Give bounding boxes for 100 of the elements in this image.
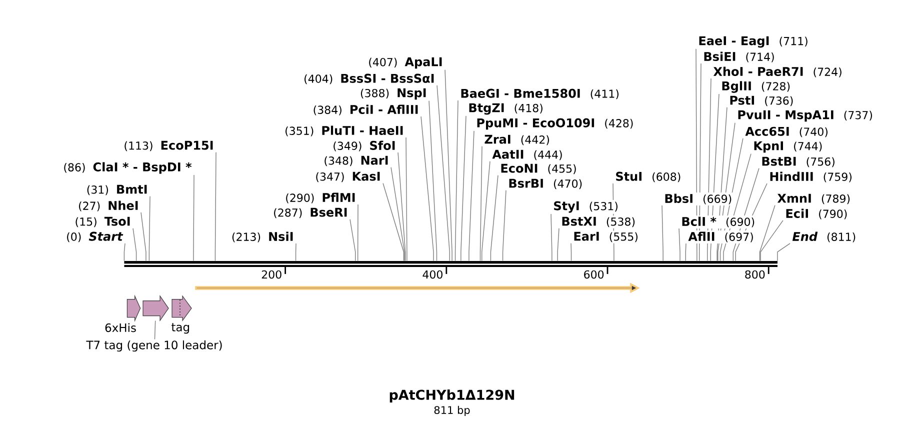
enzyme-label: BtgZI (418) xyxy=(469,103,542,115)
leader-line xyxy=(357,204,358,262)
dna-backbone xyxy=(124,261,778,267)
enzyme-label: (348) NarI xyxy=(324,156,388,166)
enzyme-label: BstXI (538) xyxy=(562,216,635,228)
leader-line xyxy=(720,138,744,262)
enzyme-label: BglII (728) xyxy=(722,81,790,93)
leader-line xyxy=(716,106,728,262)
enzyme-label: PvuII - MspA1I (737) xyxy=(738,110,872,122)
enzyme-label: Acc65I (740) xyxy=(745,126,828,138)
leader-line xyxy=(350,218,356,262)
enzyme-label: (15) TsoI xyxy=(76,216,130,228)
enzyme-label: HindIII (759) xyxy=(770,172,852,182)
title: pAtCHYb1Δ129N xyxy=(390,389,514,403)
enzyme-label: (347) KasI xyxy=(316,172,380,182)
leader-line xyxy=(570,242,572,262)
enzyme-label: BstBI (756) xyxy=(762,156,834,168)
enzyme-label: (213) NsiI xyxy=(232,232,293,242)
leader-line xyxy=(612,183,614,262)
leader-line xyxy=(460,116,466,262)
leader-line xyxy=(723,153,752,262)
enzyme-label: BclI * (690) xyxy=(682,216,754,228)
enzyme-label: (113) EcoP15I xyxy=(124,140,213,152)
enzyme-label: BbsI (669) xyxy=(665,194,732,204)
enzyme-label: BsiEI (714) xyxy=(704,52,774,62)
leader-line xyxy=(214,152,216,262)
enzyme-label: (31) BmtI xyxy=(87,184,147,196)
enzyme-label: (384) PciI - AflIII xyxy=(314,104,418,116)
leader-line xyxy=(760,220,784,262)
leader-line xyxy=(454,100,458,262)
leader-line xyxy=(193,174,194,262)
enzyme-label: (27) NheI xyxy=(78,200,138,212)
leader-line xyxy=(148,196,150,262)
enzyme-label: StuI (608) xyxy=(616,172,680,182)
feature-block xyxy=(172,295,192,322)
leader-line xyxy=(777,243,790,262)
leader-line xyxy=(710,94,720,262)
orf-bar xyxy=(195,282,640,294)
enzyme-label: XmnI (789) xyxy=(777,194,850,204)
enzyme-label: KpnI (744) xyxy=(754,141,822,153)
enzyme-label: (351) PluTI - HaeII xyxy=(286,126,403,136)
leader-line xyxy=(735,183,768,262)
leader-line xyxy=(428,100,438,262)
leader-line xyxy=(406,137,408,262)
enzyme-label: (407) ApaLI xyxy=(369,57,442,69)
enzyme-label: (0) Start xyxy=(67,232,124,242)
enzyme-label: StyI (531) xyxy=(554,201,618,213)
leader-line xyxy=(718,122,736,262)
enzyme-label: EaeI - EagI (711) xyxy=(699,36,808,48)
leader-line xyxy=(696,48,698,262)
scale-number: 800 xyxy=(745,270,765,279)
leader-line xyxy=(480,146,482,262)
enzyme-label: PpuMI - EcoO109I (428) xyxy=(477,118,633,130)
enzyme-label: ZraI (442) xyxy=(484,134,549,146)
leader-line xyxy=(132,228,137,262)
enzyme-label: (290) PflMI xyxy=(286,192,355,204)
scale-number: 400 xyxy=(422,270,442,279)
leader-line xyxy=(420,116,434,262)
enzyme-label: BsrBI (470) xyxy=(509,178,582,190)
leader-line xyxy=(124,243,126,262)
enzyme-label: PstI (736) xyxy=(730,96,793,106)
leader-line xyxy=(154,320,156,340)
enzyme-label: End (811) xyxy=(792,232,856,242)
leader-line xyxy=(759,204,776,262)
enzyme-label: (388) NspI xyxy=(360,88,426,100)
leader-line xyxy=(698,63,702,262)
enzyme-label: (86) ClaI * - BspDI * xyxy=(64,162,192,174)
enzyme-label: EciI (790) xyxy=(786,208,847,220)
leader-line xyxy=(140,212,146,262)
leader-line xyxy=(490,174,498,262)
scale-number: 200 xyxy=(262,270,282,279)
leader-line xyxy=(468,130,474,262)
leader-line xyxy=(382,182,404,262)
enzyme-label: XhoI - PaeR7I (724) xyxy=(713,66,842,78)
enzyme-label: EarI (555) xyxy=(574,232,638,242)
feature-block xyxy=(126,294,141,322)
leader-line xyxy=(295,243,296,262)
enzyme-label: (404) BssSI - BssSαI xyxy=(304,74,434,84)
feature-label: T7 tag (gene 10 leader) xyxy=(86,340,222,352)
enzyme-label: (287) BseRI xyxy=(274,208,347,218)
leader-line xyxy=(678,228,680,262)
leader-line xyxy=(662,205,664,262)
enzyme-label: BaeGI - Bme1580I (411) xyxy=(461,88,618,100)
leader-line xyxy=(685,243,686,262)
caption: 811 bp xyxy=(434,406,470,416)
scale-number: 600 xyxy=(584,270,604,279)
enzyme-label: AatII (444) xyxy=(492,150,562,160)
leader-line xyxy=(557,228,560,262)
leader-line xyxy=(707,78,712,262)
leader-line xyxy=(444,69,452,262)
feature-label: tag xyxy=(172,323,190,334)
leader-line xyxy=(732,168,760,262)
leader-line xyxy=(482,160,490,262)
leader-line xyxy=(550,214,552,262)
leader-line xyxy=(436,85,450,262)
enzyme-label: EcoNI (455) xyxy=(501,164,576,174)
leader-line xyxy=(398,152,406,262)
feature-label: 6xHis xyxy=(105,323,136,332)
leader-line xyxy=(390,166,405,262)
leader-line xyxy=(502,190,506,262)
